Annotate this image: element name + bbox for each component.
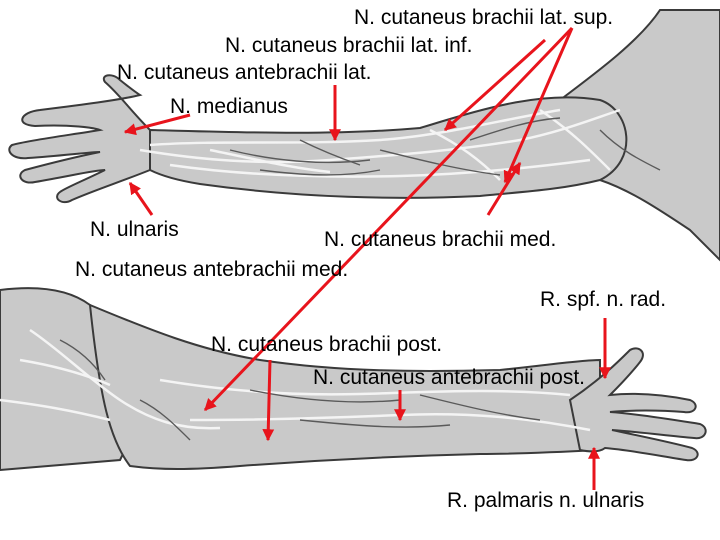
arrow-brachii-lat-inf	[443, 38, 547, 132]
label-brachii-post: N. cutaneus brachii post.	[211, 333, 443, 356]
arrow-brachii-lat-sup	[203, 26, 574, 412]
lower-arm-posterior-drawing	[0, 287, 707, 472]
pointer-arrows	[123, 26, 611, 490]
arrow-brachii-post	[262, 359, 275, 442]
label-palmaris-ulnaris: R. palmaris n. ulnaris	[447, 489, 645, 512]
arrow-ulnaris	[128, 182, 154, 216]
arrow-medianus	[123, 113, 191, 136]
label-antebrachii-lat: N. cutaneus antebrachii lat.	[117, 61, 372, 84]
label-brachii-med: N. cutaneus brachii med.	[324, 228, 557, 251]
label-brachii-lat-sup: N. cutaneus brachii lat. sup.	[354, 6, 614, 29]
label-medianus: N. medianus	[170, 95, 288, 118]
label-brachii-lat-inf: N. cutaneus brachii lat. inf.	[225, 34, 473, 57]
label-spf-rad: R. spf. n. rad.	[540, 288, 667, 311]
label-ulnaris: N. ulnaris	[90, 218, 179, 241]
arrow-brachii-lat-sup-2	[503, 27, 574, 184]
label-antebrachii-med: N. cutaneus antebrachii med.	[75, 258, 349, 281]
arrow-brachii-med	[486, 161, 522, 216]
label-antebrachii-post: N. cutaneus antebrachii post.	[313, 366, 585, 389]
